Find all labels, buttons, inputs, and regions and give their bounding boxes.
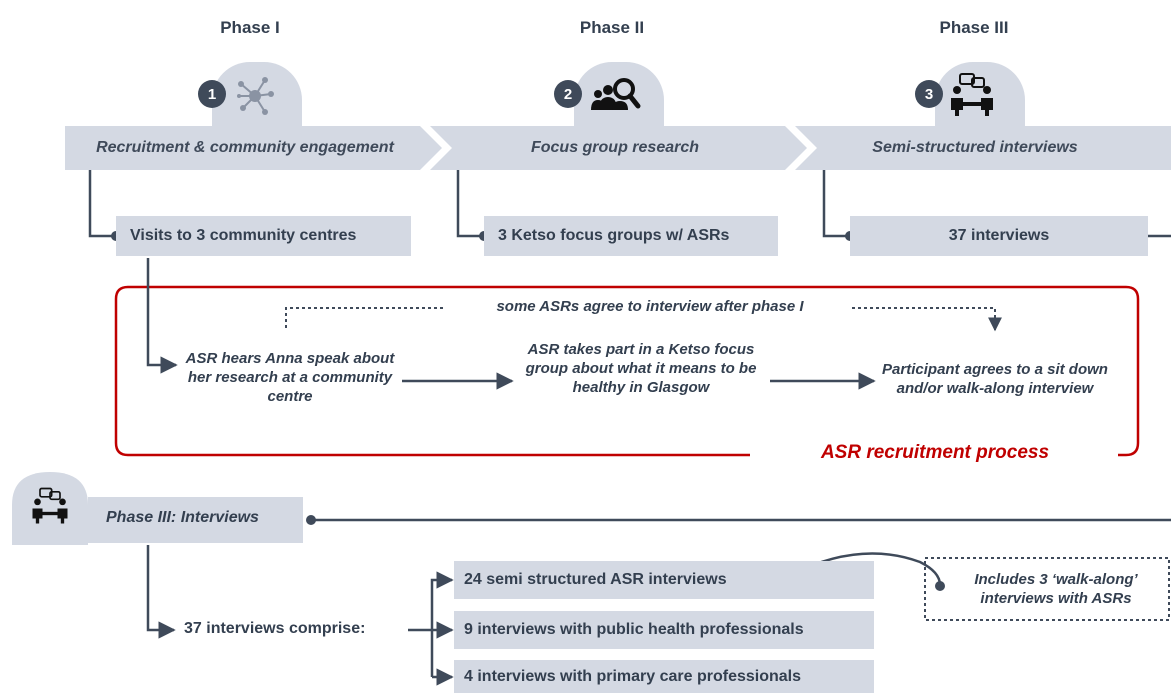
interview-icon [951,73,993,116]
chevron-phase-3 [795,126,1171,170]
phase-2-label: Focus group research [530,139,700,156]
interviews-note: Includes 3 ‘walk-along’ interviews with … [974,571,1138,607]
phase-3-box: 37 interviews [850,216,1148,256]
interviews-comprise: 37 interviews comprise: [184,620,366,637]
interview-item-3: 4 interviews with primary care professio… [454,660,874,693]
interviews-icon-bg [12,472,88,545]
recruitment-step-3: Participant agrees to a sit down and/or … [882,361,1108,397]
phase-3-badge [935,62,1025,126]
phase-1-box: Visits to 3 community centres [116,216,411,256]
interview-item-2: 9 interviews with public health professi… [454,611,874,649]
interviews-header: Phase III: Interviews [106,509,259,526]
group-search-icon [591,78,641,110]
phase-2-box: 3 Ketso focus groups w/ ASRs [484,216,778,256]
recruitment-step-1: ASR hears Anna speak about her research … [185,350,395,405]
phase-2-number: 2 [554,80,582,108]
recruitment-step-2: ASR takes part in a Ketso focus group ab… [525,341,757,396]
network-icon [237,77,274,115]
phase-3-title: Phase III [939,18,1009,37]
recruitment-note: some ASRs agree to interview after phase… [496,298,804,315]
phase-2-title: Phase II [579,18,645,37]
phase-3-label: Semi-structured interviews [872,139,1078,156]
phase-1-label: Recruitment & community engagement [96,139,394,156]
interviews-note-frame [924,557,1170,621]
phase-1-number: 1 [198,80,226,108]
recruitment-label: ASR recruitment process [820,442,1050,463]
chevron-phase-1 [65,126,442,170]
interviews-header-icon [32,487,68,524]
phase-3-number: 3 [915,80,943,108]
chevron-phase-2 [430,126,807,170]
phase-1-title: Phase I [220,18,280,37]
recruitment-frame [114,285,1140,457]
interview-item-1: 24 semi structured ASR interviews [454,561,874,599]
